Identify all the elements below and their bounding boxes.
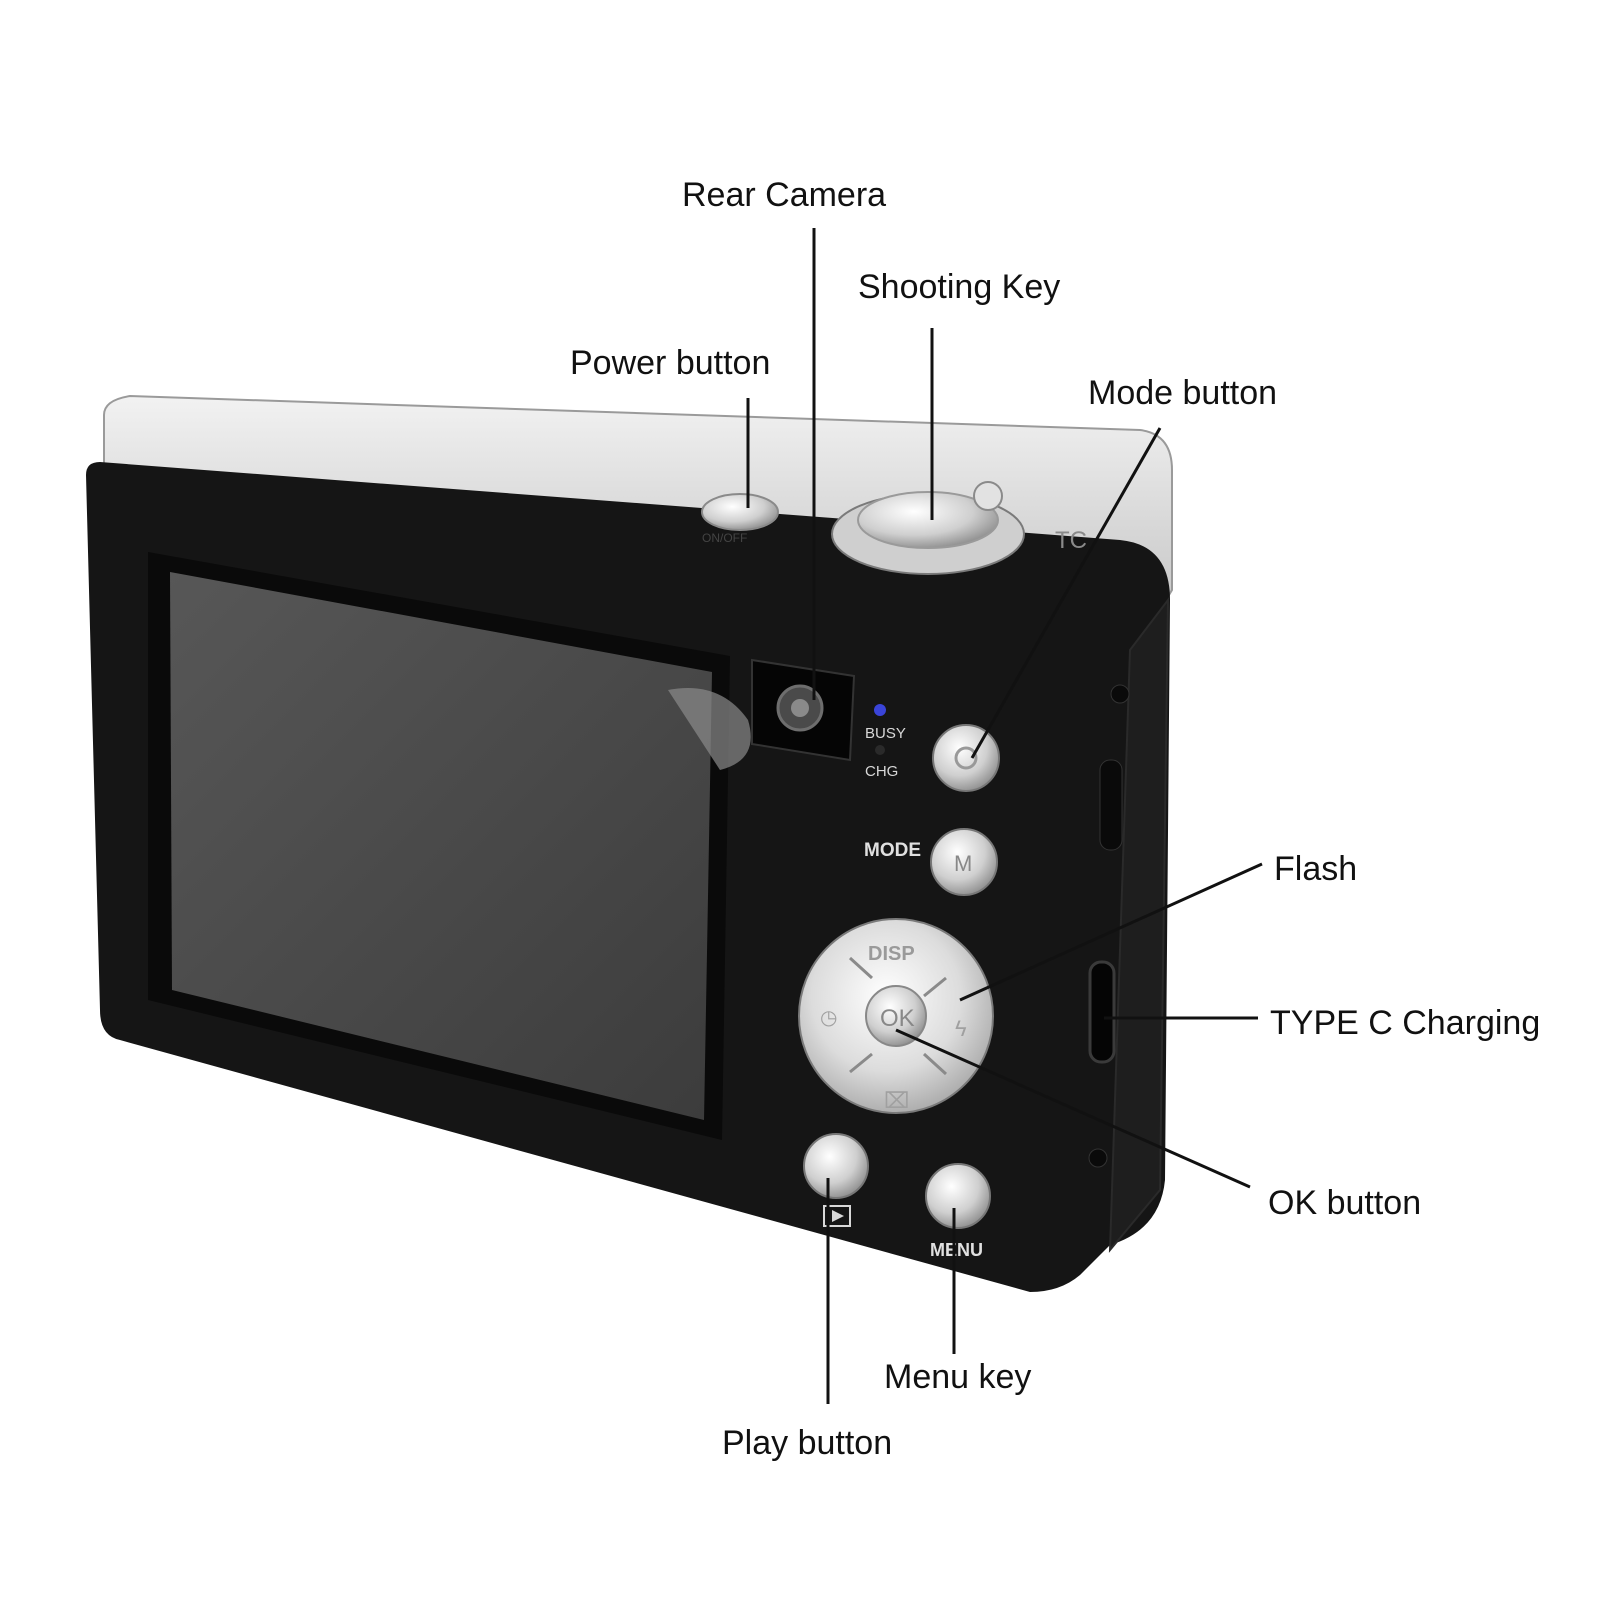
label-rear-camera: Rear Camera — [682, 176, 887, 214]
play-button[interactable] — [803, 1133, 869, 1199]
shooting-key[interactable] — [857, 491, 999, 549]
trash-icon: ⌧ — [884, 1088, 909, 1113]
disp-label: DISP — [868, 943, 915, 965]
label-mode-button: Mode button — [1088, 374, 1278, 412]
camera-side — [1108, 596, 1170, 1253]
menu-button[interactable] — [925, 1163, 991, 1229]
camera-icon-button[interactable] — [932, 724, 1000, 792]
mode-button[interactable] — [930, 828, 998, 896]
label-type-c-charging: TYPE C Charging — [1270, 1004, 1541, 1042]
leader-ok-button — [895, 1028, 1251, 1189]
timer-icon: ◷ — [820, 1007, 837, 1029]
ok-label: OK — [880, 1005, 915, 1032]
chg-led-icon — [875, 745, 885, 755]
chg-label: CHG — [865, 763, 898, 780]
leader-flash — [959, 862, 1263, 1002]
play-icon — [823, 1205, 851, 1227]
ok-button[interactable] — [865, 985, 927, 1047]
on-off-label: ON/OFF — [702, 531, 747, 545]
leader-mode-button — [970, 427, 1162, 759]
label-shooting-key: Shooting Key — [858, 268, 1061, 306]
lcd-screen — [170, 572, 712, 1120]
strap-slot — [1099, 759, 1123, 851]
top-partial-text: TC — [1055, 527, 1087, 554]
leader-lines — [746, 228, 1263, 1404]
zoom-lever[interactable] — [973, 481, 1003, 511]
flash-bolt-icon: ϟ — [955, 1016, 967, 1041]
side-screw-bottom — [1088, 1148, 1108, 1168]
busy-label: BUSY — [865, 725, 906, 742]
busy-led-icon — [874, 704, 886, 716]
type-c-port — [1088, 960, 1116, 1064]
mode-label: MODE — [864, 840, 921, 861]
power-button[interactable] — [701, 493, 779, 531]
label-play-button: Play button — [722, 1424, 893, 1462]
mode-key-letter: M — [954, 851, 972, 876]
side-screw-top — [1110, 684, 1130, 704]
label-flash: Flash — [1274, 850, 1358, 888]
menu-label: MENU — [930, 1240, 983, 1260]
screen-film-tab — [668, 688, 751, 770]
label-ok-button: OK button — [1268, 1184, 1422, 1222]
label-power-button: Power button — [570, 344, 771, 382]
label-menu-key: Menu key — [884, 1358, 1032, 1396]
